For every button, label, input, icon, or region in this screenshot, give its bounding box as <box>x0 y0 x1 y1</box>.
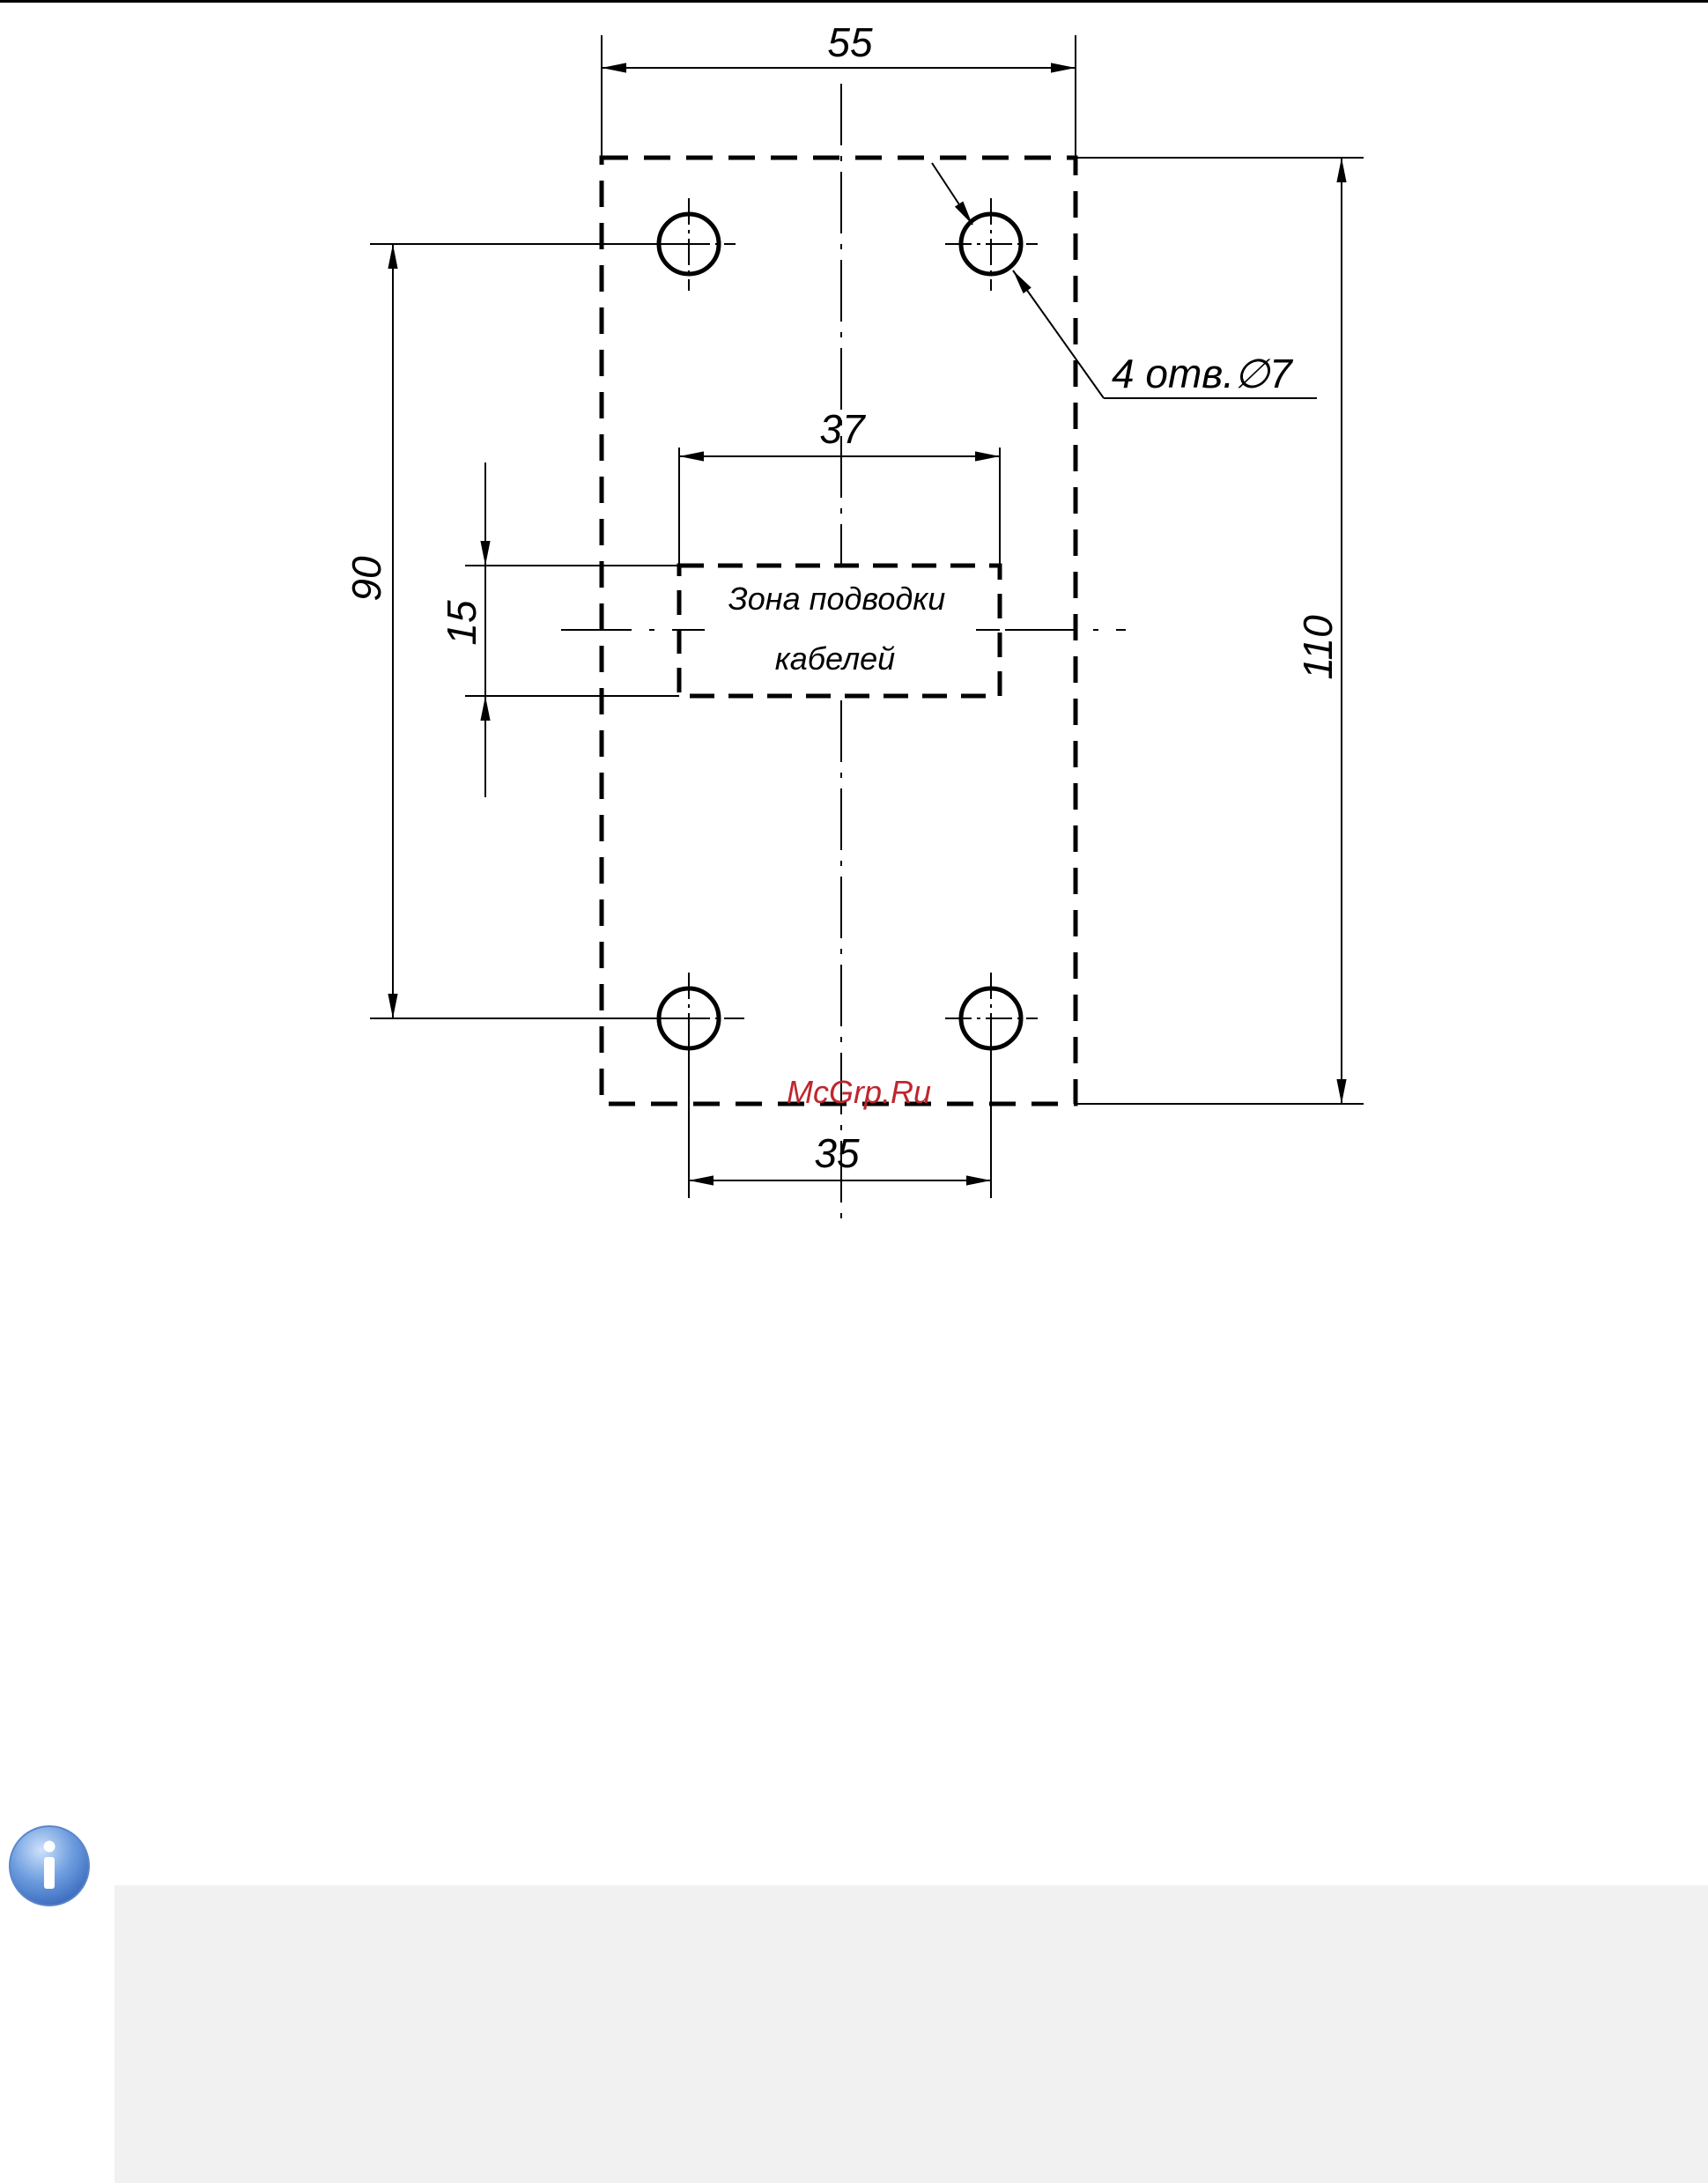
holes-callout: 4 отв.∅7 <box>932 163 1317 398</box>
dimension-hole-spacing-horizontal-label: 35 <box>814 1130 860 1176</box>
dimension-overall-width: 55 <box>602 19 1076 158</box>
hole-top-right <box>945 198 1038 291</box>
cable-zone-label-line2: кабелей <box>775 640 895 677</box>
mounting-drawing: Зона подводки кабелей 55 110 <box>0 0 1708 1233</box>
dimension-hole-spacing-vertical: 90 <box>344 244 689 1018</box>
cable-zone-label-line1: Зона подводки <box>728 581 946 617</box>
holes-callout-label: 4 отв.∅7 <box>1112 351 1293 396</box>
dimension-cable-zone-width-label: 37 <box>819 406 866 452</box>
dimension-cable-zone-height: 15 <box>439 462 679 797</box>
watermark: McGrp.Ru <box>787 1074 931 1110</box>
dimension-hole-spacing-vertical-label: 90 <box>344 556 389 602</box>
note-box <box>115 1885 1708 2183</box>
dimension-overall-height-label: 110 <box>1295 615 1341 680</box>
dimension-cable-zone-width: 37 <box>679 406 1000 566</box>
info-icon <box>5 1822 93 1910</box>
dimension-overall-width-label: 55 <box>827 19 873 65</box>
dimension-cable-zone-height-label: 15 <box>439 600 484 646</box>
